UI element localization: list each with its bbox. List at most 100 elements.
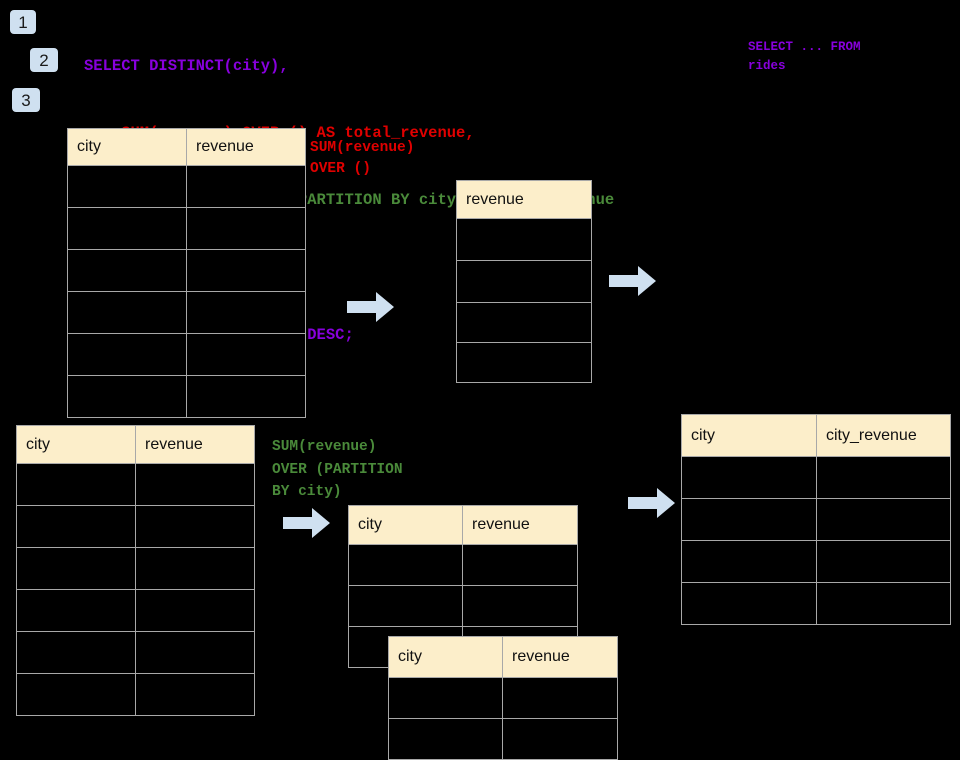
column-header-city-revenue: city_revenue <box>816 414 951 457</box>
step-badge-1-label: 1 <box>18 12 28 32</box>
table-row <box>16 463 255 506</box>
cell <box>462 544 578 586</box>
cell <box>67 333 187 376</box>
column-header-city: city <box>681 414 817 457</box>
sql-line-select: SELECT DISTINCT(city), <box>84 56 289 75</box>
cell <box>456 342 592 383</box>
cell <box>681 582 817 625</box>
cell <box>67 207 187 250</box>
column-header-city: city <box>348 505 463 545</box>
step-badge-3: 3 <box>12 88 40 112</box>
cell <box>67 291 187 334</box>
cell <box>186 249 306 292</box>
column-header-revenue: revenue <box>135 425 255 464</box>
diagram-canvas: 1 2 3 SELECT DISTINCT(city), SUM(revenue… <box>10 10 951 760</box>
column-header-city: city <box>16 425 136 464</box>
table-header-row: city city_revenue <box>681 414 951 457</box>
cell <box>16 463 136 506</box>
rides-source-table-bottom: city revenue <box>16 425 255 716</box>
table-row <box>16 589 255 632</box>
table-row <box>67 249 306 292</box>
table-header-row: revenue <box>456 180 592 219</box>
table-row <box>681 582 951 625</box>
table-row <box>456 342 592 383</box>
cell <box>186 165 306 208</box>
select-from-note: SELECT ... FROM rides <box>748 40 861 73</box>
step-badge-3-label: 3 <box>21 90 31 110</box>
cell <box>186 207 306 250</box>
cell <box>16 505 136 548</box>
cell <box>816 456 951 499</box>
table-row <box>16 505 255 548</box>
table-row <box>348 544 578 586</box>
table-row <box>348 585 578 627</box>
rides-source-table: city revenue <box>67 128 306 418</box>
step-badge-1: 1 <box>10 10 36 34</box>
cell <box>16 631 136 674</box>
column-header-city: city <box>388 636 503 678</box>
table-row <box>67 207 306 250</box>
cell <box>348 544 463 586</box>
cell <box>502 677 618 719</box>
table-row <box>16 547 255 590</box>
table-row <box>456 302 592 343</box>
arrow-source-to-total <box>347 292 394 327</box>
cell <box>462 585 578 627</box>
cell <box>456 302 592 343</box>
table-header-row: city revenue <box>388 636 618 678</box>
table-header-row: city revenue <box>348 505 578 545</box>
cell <box>135 547 255 590</box>
cell <box>67 375 187 418</box>
cell <box>67 249 187 292</box>
table-header-row: city revenue <box>16 425 255 464</box>
arrow-total-to-result <box>609 266 656 301</box>
arrow-right-icon <box>628 488 675 518</box>
cell <box>16 589 136 632</box>
arrow-partition-to-result <box>628 488 675 523</box>
table-header-row: city revenue <box>67 128 306 166</box>
column-header-revenue: revenue <box>502 636 618 678</box>
cell <box>816 498 951 541</box>
arrow-right-icon <box>347 292 394 322</box>
arrow-source-to-partition <box>283 508 330 543</box>
table-row <box>681 456 951 499</box>
table-row <box>16 673 255 716</box>
cell <box>135 631 255 674</box>
cell <box>135 589 255 632</box>
arrow-right-icon <box>609 266 656 296</box>
column-header-revenue: revenue <box>462 505 578 545</box>
partition-group-table-front: city revenue <box>388 636 618 760</box>
column-header-revenue: revenue <box>186 128 306 166</box>
table-row <box>388 677 618 719</box>
table-row <box>67 165 306 208</box>
table-row <box>456 260 592 303</box>
column-header-revenue: revenue <box>456 180 592 219</box>
cell <box>186 333 306 376</box>
cell <box>502 718 618 760</box>
cell <box>16 673 136 716</box>
cell <box>456 218 592 261</box>
sum-over-empty-note: SUM(revenue) OVER () <box>310 140 415 177</box>
cell <box>681 498 817 541</box>
cell <box>388 677 503 719</box>
table-row <box>67 291 306 334</box>
cell <box>388 718 503 760</box>
column-header-city: city <box>67 128 187 166</box>
final-result-table: city city_revenue <box>681 414 951 625</box>
table-row <box>681 540 951 583</box>
total-revenue-table: revenue <box>456 180 592 383</box>
cell <box>135 673 255 716</box>
cell <box>456 260 592 303</box>
cell <box>348 585 463 627</box>
table-row <box>16 631 255 674</box>
cell <box>681 540 817 583</box>
cell <box>135 463 255 506</box>
table-row <box>456 218 592 261</box>
sum-over-partition-note: SUM(revenue) OVER (PARTITION BY city) <box>272 439 403 500</box>
table-row <box>388 718 618 760</box>
cell <box>681 456 817 499</box>
table-row <box>67 333 306 376</box>
step-badge-2: 2 <box>30 48 58 72</box>
cell <box>16 547 136 590</box>
cell <box>816 582 951 625</box>
